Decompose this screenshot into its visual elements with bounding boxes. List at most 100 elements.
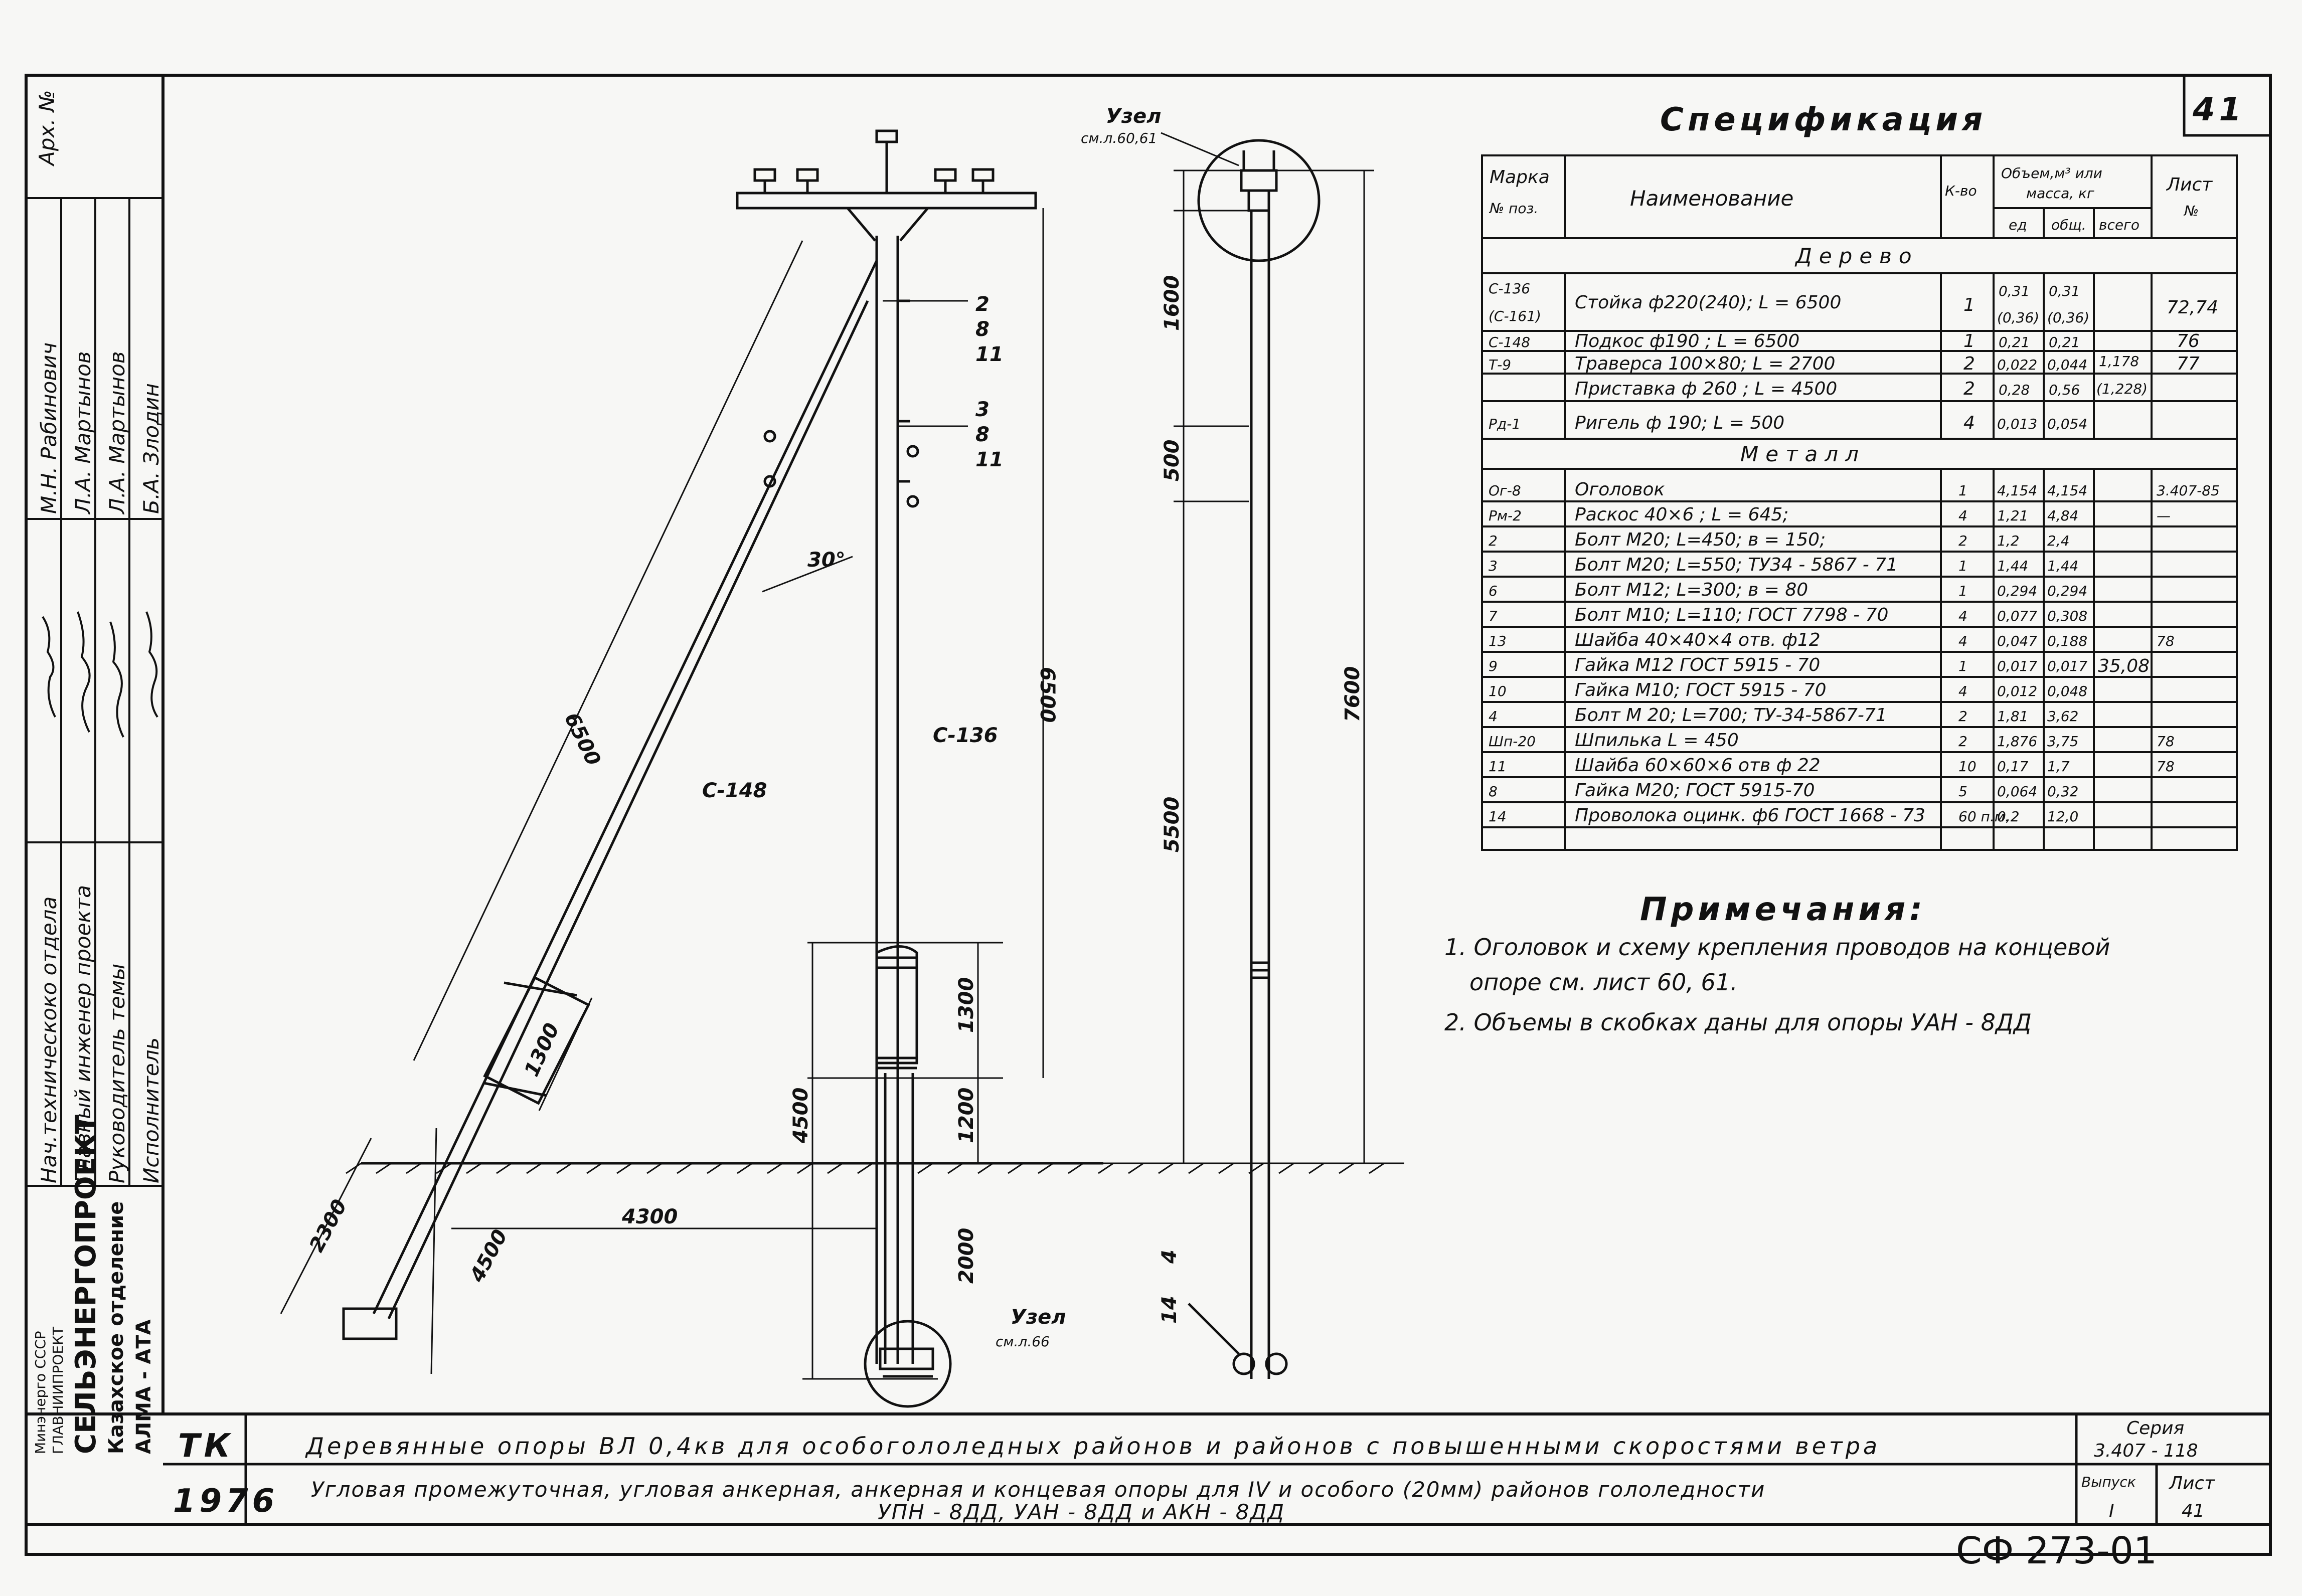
- table-cell: Рм-2: [1489, 507, 1522, 524]
- position-label: 3: [975, 398, 990, 421]
- table-cell: 0,21: [2049, 334, 2080, 350]
- dim-label: 4500: [789, 1088, 812, 1144]
- table-cell: Болт М10; L=110; ГОСТ 7798 - 70: [1575, 605, 1888, 625]
- table-cell: (0,36): [2047, 309, 2089, 326]
- section-wood: Дерево: [1794, 244, 1919, 268]
- table-cell: Ригель ф 190; L = 500: [1575, 413, 1784, 433]
- header-volume: Объем,м³ или: [2001, 165, 2102, 182]
- issue-label: Выпуск: [2081, 1474, 2136, 1490]
- table-cell: 1: [1958, 482, 1967, 499]
- table-cell: Болт М20; L=450; в = 150;: [1575, 529, 1826, 550]
- table-cell: 4: [1958, 507, 1967, 524]
- dim-label: 6500: [1036, 667, 1059, 723]
- table-cell: 0,044: [2047, 357, 2087, 373]
- table-cell: Гайка М10; ГОСТ 5915 - 70: [1575, 680, 1826, 700]
- table-cell: 4: [1958, 608, 1967, 624]
- table-cell: 0,048: [2047, 683, 2087, 699]
- table-cell: 3: [1489, 558, 1498, 574]
- handwritten-signatures: [42, 611, 158, 738]
- sheet-frame: [25, 74, 2272, 1556]
- table-cell: 5: [1958, 783, 1967, 800]
- table-cell: 2,4: [2047, 533, 2070, 549]
- table-cell: 0,054: [2047, 416, 2087, 432]
- org-ministry: Минэнерго СССР: [32, 1331, 49, 1454]
- table-cell: 2: [1963, 379, 1975, 399]
- insulator-icons: [753, 129, 995, 193]
- dim-label: 500: [1161, 440, 1184, 482]
- title-line2: Угловая промежуточная, угловая анкерная,…: [311, 1477, 1765, 1502]
- table-cell: Болт М12; L=300; в = 80: [1575, 580, 1808, 600]
- table-cell: Ог-8: [1489, 482, 1521, 499]
- table-cell: 4: [1963, 413, 1975, 433]
- node-top-label: Узел: [1106, 105, 1162, 128]
- org-city: АЛМА - АТА: [132, 1319, 155, 1454]
- table-cell: 1,178: [2099, 353, 2139, 370]
- table-cell: Шайба 60×60×6 отв ф 22: [1575, 755, 1821, 776]
- table-cell: 4,154: [1997, 482, 2037, 499]
- table-cell: Гайка М20; ГОСТ 5915-70: [1575, 780, 1815, 801]
- position-label: 8: [975, 318, 990, 341]
- table-cell: 0,2: [1997, 808, 2020, 825]
- left-stamp-lines: [26, 197, 163, 1187]
- table-cell: Шп-20: [1489, 733, 1536, 750]
- title-line3: УПН - 8ДД, УАН - 8ДД и АКН - 8ДД: [878, 1500, 1285, 1524]
- table-cell: Т-9: [1489, 357, 1511, 373]
- signature-names: М.Н. Рабинович Л.А. Мартынов Л.А. Мартын…: [37, 342, 163, 515]
- signature-roles: Нач.техническоко отдела Главный инженер …: [37, 885, 163, 1183]
- table-cell: 9: [1489, 658, 1498, 674]
- table-cell: 78: [2157, 758, 2175, 775]
- dim-label: 5500: [1161, 797, 1184, 852]
- table-cell: Шайба 40×40×4 отв. ф12: [1575, 630, 1821, 650]
- signature-name: Б.А. Злодин: [139, 383, 163, 514]
- table-cell: 35,08: [2098, 656, 2150, 676]
- notes-title: Примечания:: [1640, 891, 1926, 928]
- table-cell: 4: [1958, 683, 1967, 699]
- table-cell: 10: [1489, 683, 1507, 699]
- title-block-grid: [163, 1414, 2270, 1524]
- table-cell: 2: [1958, 533, 1967, 549]
- signature-name: Л.А. Мартынов: [71, 351, 95, 515]
- org-branch: Казахское отделение: [105, 1201, 128, 1454]
- table-cell: (0,36): [1997, 309, 2039, 326]
- dim-label: 7600: [1341, 666, 1364, 722]
- table-cell: 2: [1963, 353, 1975, 374]
- table-cell: 4,84: [2047, 507, 2078, 524]
- table-cell: 0,022: [1997, 357, 2037, 373]
- table-cell: 1: [1963, 295, 1975, 315]
- title-line1: Деревянные опоры ВЛ 0,4кв для особоголол…: [305, 1433, 1880, 1460]
- table-cell: 72,74: [2167, 297, 2218, 318]
- spec-title: Спецификация: [1660, 101, 1987, 138]
- table-cell: С-136: [1489, 280, 1530, 297]
- title-block: ТК 1976 Деревянные опоры ВЛ 0,4кв для ос…: [173, 1418, 2215, 1524]
- note-line: 1. Оголовок и схему крепления проводов н…: [1444, 934, 2110, 961]
- table-cell: 0,294: [1997, 583, 2037, 599]
- table-cell: Шпилька L = 450: [1575, 730, 1739, 751]
- header-qty: К-во: [1945, 183, 1977, 199]
- dim-label: 4300: [621, 1205, 678, 1228]
- table-cell: Оголовок: [1575, 479, 1665, 500]
- table-cell: 0,017: [1997, 658, 2037, 674]
- organization-block: Минэнерго СССР ГЛАВНИИПРОЕКТ СЕЛЬЭНЕРГОП…: [32, 1115, 155, 1454]
- position-label: 2: [975, 293, 990, 316]
- series-value: 3.407 - 118: [2094, 1441, 2198, 1461]
- table-cell: 0,32: [2047, 783, 2078, 800]
- sheet-value: 41: [2182, 1501, 2205, 1521]
- header-mark: Марка: [1490, 167, 1550, 188]
- wood-rows: С-136 (С-161) Стойка ф220(240); L = 6500…: [1489, 280, 2218, 433]
- table-cell: 1,44: [2047, 558, 2078, 574]
- header-volume2: масса, кг: [2026, 185, 2094, 202]
- table-cell: 78: [2157, 633, 2175, 649]
- dim-label: 1200: [955, 1088, 978, 1143]
- dim-label: 1300: [955, 977, 978, 1033]
- table-cell: 0,064: [1997, 783, 2037, 800]
- front-dimension-lines: [1161, 132, 1374, 1163]
- header-name: Наименование: [1630, 186, 1793, 211]
- node-bottom-label: Узел: [1011, 1306, 1066, 1329]
- table-cell: 4: [1489, 708, 1498, 725]
- header-all: всего: [2099, 217, 2140, 233]
- position-label: 4: [1158, 1250, 1181, 1264]
- post-part-label: С-136: [933, 724, 998, 747]
- archive-stamp: СФ 273-01: [1956, 1529, 2157, 1572]
- spec-table-grid: [1481, 154, 2238, 851]
